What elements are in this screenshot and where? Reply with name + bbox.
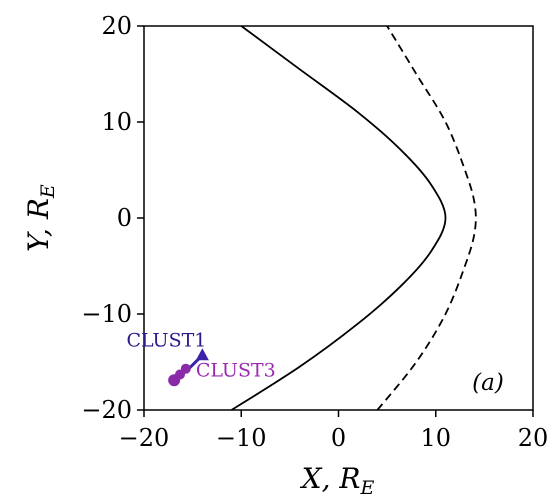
x-tick-label: 20 — [518, 424, 549, 452]
panel-label: (a) — [472, 370, 504, 396]
x-tick-label: 0 — [331, 424, 346, 452]
spacecraft-label-clust3: CLUST3 — [196, 360, 276, 382]
x-tick-label: −20 — [119, 424, 170, 452]
y-tick-label: −20 — [81, 396, 132, 424]
y-tick-label: 0 — [117, 204, 132, 232]
y-axis-label: Y, RE — [22, 184, 59, 252]
dashed-boundary-line — [376, 26, 477, 410]
spacecraft-marker-circle — [180, 363, 191, 374]
spacecraft-marker-triangle — [195, 348, 209, 361]
x-tick-label: 10 — [420, 424, 451, 452]
boundary-curves — [231, 26, 477, 410]
spacecraft-tracks — [168, 348, 209, 387]
spacecraft-label-clust1: CLUST1 — [126, 329, 206, 351]
y-axis-label-group: Y, RE — [22, 184, 59, 252]
x-axis-label: X, RE — [300, 462, 375, 497]
x-tick-label: −10 — [216, 424, 267, 452]
y-tick-label: 10 — [101, 108, 132, 136]
axis-ticks: −20 −10 0 10 20 −20 −10 0 10 20 — [81, 12, 548, 452]
y-tick-label: −10 — [81, 300, 132, 328]
y-tick-label: 20 — [101, 12, 132, 40]
solid-boundary-line — [231, 26, 447, 410]
